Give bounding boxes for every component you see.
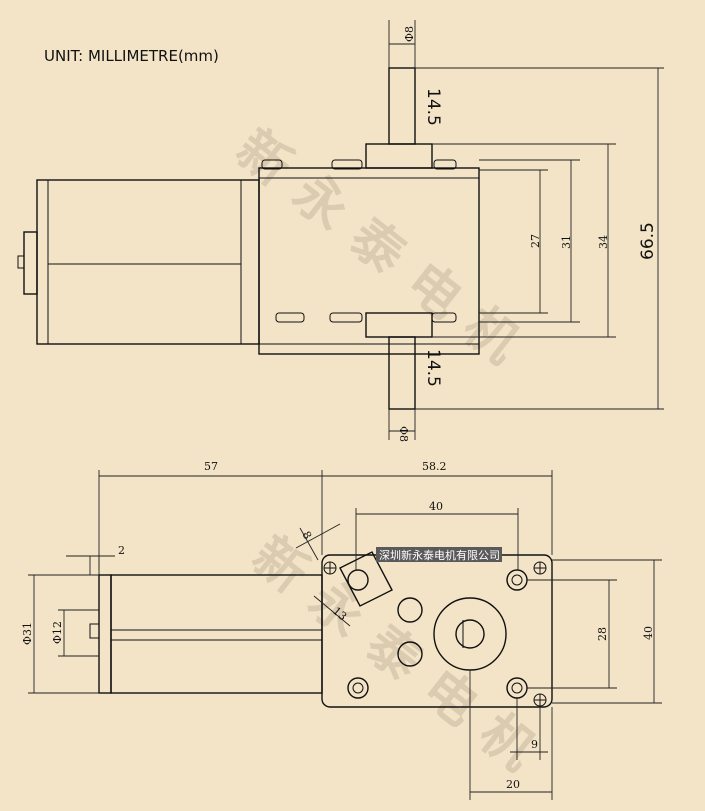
watermark-top-char-3: 泰 — [338, 207, 417, 287]
boss-top — [397, 597, 423, 623]
mount-hole-bottom-left — [347, 677, 369, 699]
bottom-view: 57 58.2 2 Φ31 Φ12 8 13 — [21, 460, 662, 800]
mount-hole-top-left — [347, 569, 369, 591]
mount-hole-top-right — [506, 569, 528, 591]
dim-27: 27 — [529, 234, 542, 248]
mount-hole-bottom-right — [506, 677, 528, 699]
output-shaft-top — [388, 67, 416, 145]
watermark-top-char-1: 新 — [225, 119, 303, 198]
output-hub-face — [433, 597, 507, 671]
brand-label: 深圳新永泰电机有限公司 — [379, 548, 500, 562]
unit-label: UNIT: MILLIMETRE(mm) — [44, 47, 219, 65]
dim-shaft-len-bottom: 14.5 — [423, 349, 443, 387]
dim-66-5: 66.5 — [638, 222, 658, 260]
dim-shaft-dia-top: Φ8 — [403, 26, 416, 42]
dim-9: 9 — [531, 738, 538, 751]
dim-dia-31: Φ31 — [21, 622, 34, 645]
watermark-top-char-5: 机 — [452, 296, 530, 375]
output-shaft-bottom — [388, 336, 416, 410]
motor-end-plate — [98, 574, 112, 694]
brand-label-bg — [376, 547, 502, 562]
watermark-top-char-2: 永 — [282, 163, 360, 242]
dim-40-top: 40 — [429, 500, 443, 513]
slot-tab — [339, 551, 393, 607]
output-shaft-face — [455, 619, 485, 649]
top-view: Φ8 14.5 14.5 Φ8 27 31 34 66.5 — [17, 20, 664, 442]
dim-shaft-dia-bottom: Φ8 — [397, 426, 410, 442]
watermark-top-char-4: 电 — [395, 252, 473, 331]
dim-31: 31 — [560, 235, 573, 249]
motor-rear-cap — [23, 231, 38, 295]
dim-57: 57 — [204, 460, 218, 473]
dim-2: 2 — [118, 544, 125, 557]
boss-bottom — [397, 641, 423, 667]
dim-20: 20 — [506, 778, 520, 791]
dim-shaft-len-top: 14.5 — [423, 88, 443, 126]
dim-34: 34 — [597, 235, 610, 249]
output-hub-top — [365, 143, 433, 169]
motor-body — [36, 179, 260, 345]
dim-dia-12: Φ12 — [51, 621, 64, 644]
dim-28: 28 — [596, 627, 609, 641]
dim-58-2: 58.2 — [422, 460, 447, 473]
watermark-bottom-char-4: 电 — [411, 659, 489, 738]
dim-40-right: 40 — [642, 626, 655, 640]
